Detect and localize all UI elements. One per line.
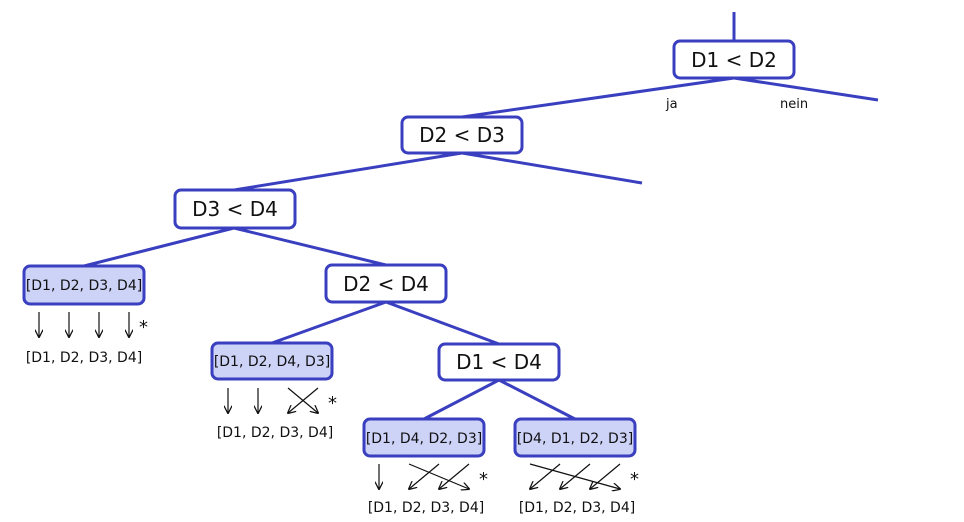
edge-d2d4-no: [385, 300, 500, 346]
edge-d1d4-yes: [423, 378, 500, 421]
permutation-arrows-3: [379, 463, 469, 489]
leaf-node-3: [D1, D4, D2, D3]: [362, 417, 486, 458]
tree-edges: [83, 12, 879, 421]
leaf-node-1: [D1, D2, D3, D4]: [22, 264, 146, 306]
result-list-3: [D1, D2, D3, D4]: [368, 500, 484, 516]
edge-d3d4-yes: [83, 226, 235, 268]
edge-d2d4-yes: [271, 300, 387, 345]
permutation-arrows-1: [39, 312, 129, 337]
edge-d2d3-yes: [233, 151, 463, 192]
edge-d3d4-no: [233, 226, 387, 267]
edge-d2d3-no: [461, 151, 643, 185]
decision-node-d1-d4: D1 < D4: [437, 342, 561, 382]
decision-node-d3-d4: D3 < D4: [173, 188, 297, 230]
result-list-4: [D1, D2, D3, D4]: [519, 500, 635, 516]
star-marker-2: *: [328, 393, 337, 414]
leaf-node-4: [D4, D1, D2, D3]: [513, 417, 637, 458]
leaf-label: [D4, D1, D2, D3]: [517, 431, 633, 447]
star-marker-4: *: [630, 469, 639, 490]
result-list-1: [D1, D2, D3, D4]: [26, 350, 142, 366]
leaf-label: [D1, D2, D3, D4]: [26, 278, 142, 294]
star-marker-3: *: [479, 469, 488, 490]
decision-label: D2 < D3: [419, 123, 505, 147]
decision-label: D1 < D2: [691, 48, 777, 72]
edge-d1d2-yes: [461, 76, 735, 119]
decision-label: D3 < D4: [192, 197, 278, 221]
leaf-node-2: [D1, D2, D4, D3]: [210, 341, 334, 381]
decision-node-d1-d2: D1 < D2: [672, 39, 796, 80]
permutation-arrows-4: [530, 463, 620, 489]
decision-node-d2-d4: D2 < D4: [324, 263, 448, 304]
leaf-label: [D1, D4, D2, D3]: [366, 431, 482, 447]
edge-label-no: nein: [780, 97, 808, 112]
result-list-2: [D1, D2, D3, D4]: [217, 425, 333, 441]
decision-node-d2-d3: D2 < D3: [400, 115, 524, 155]
decision-label: D2 < D4: [343, 272, 429, 296]
permutation-arrows-2: [228, 387, 318, 413]
edge-d1d2-no: [733, 76, 879, 102]
star-marker-1: *: [139, 317, 148, 338]
decision-label: D1 < D4: [456, 350, 542, 374]
leaf-label: [D1, D2, D4, D3]: [214, 354, 330, 370]
edge-label-yes: ja: [665, 97, 678, 112]
edge-d1d4-no: [498, 378, 576, 421]
